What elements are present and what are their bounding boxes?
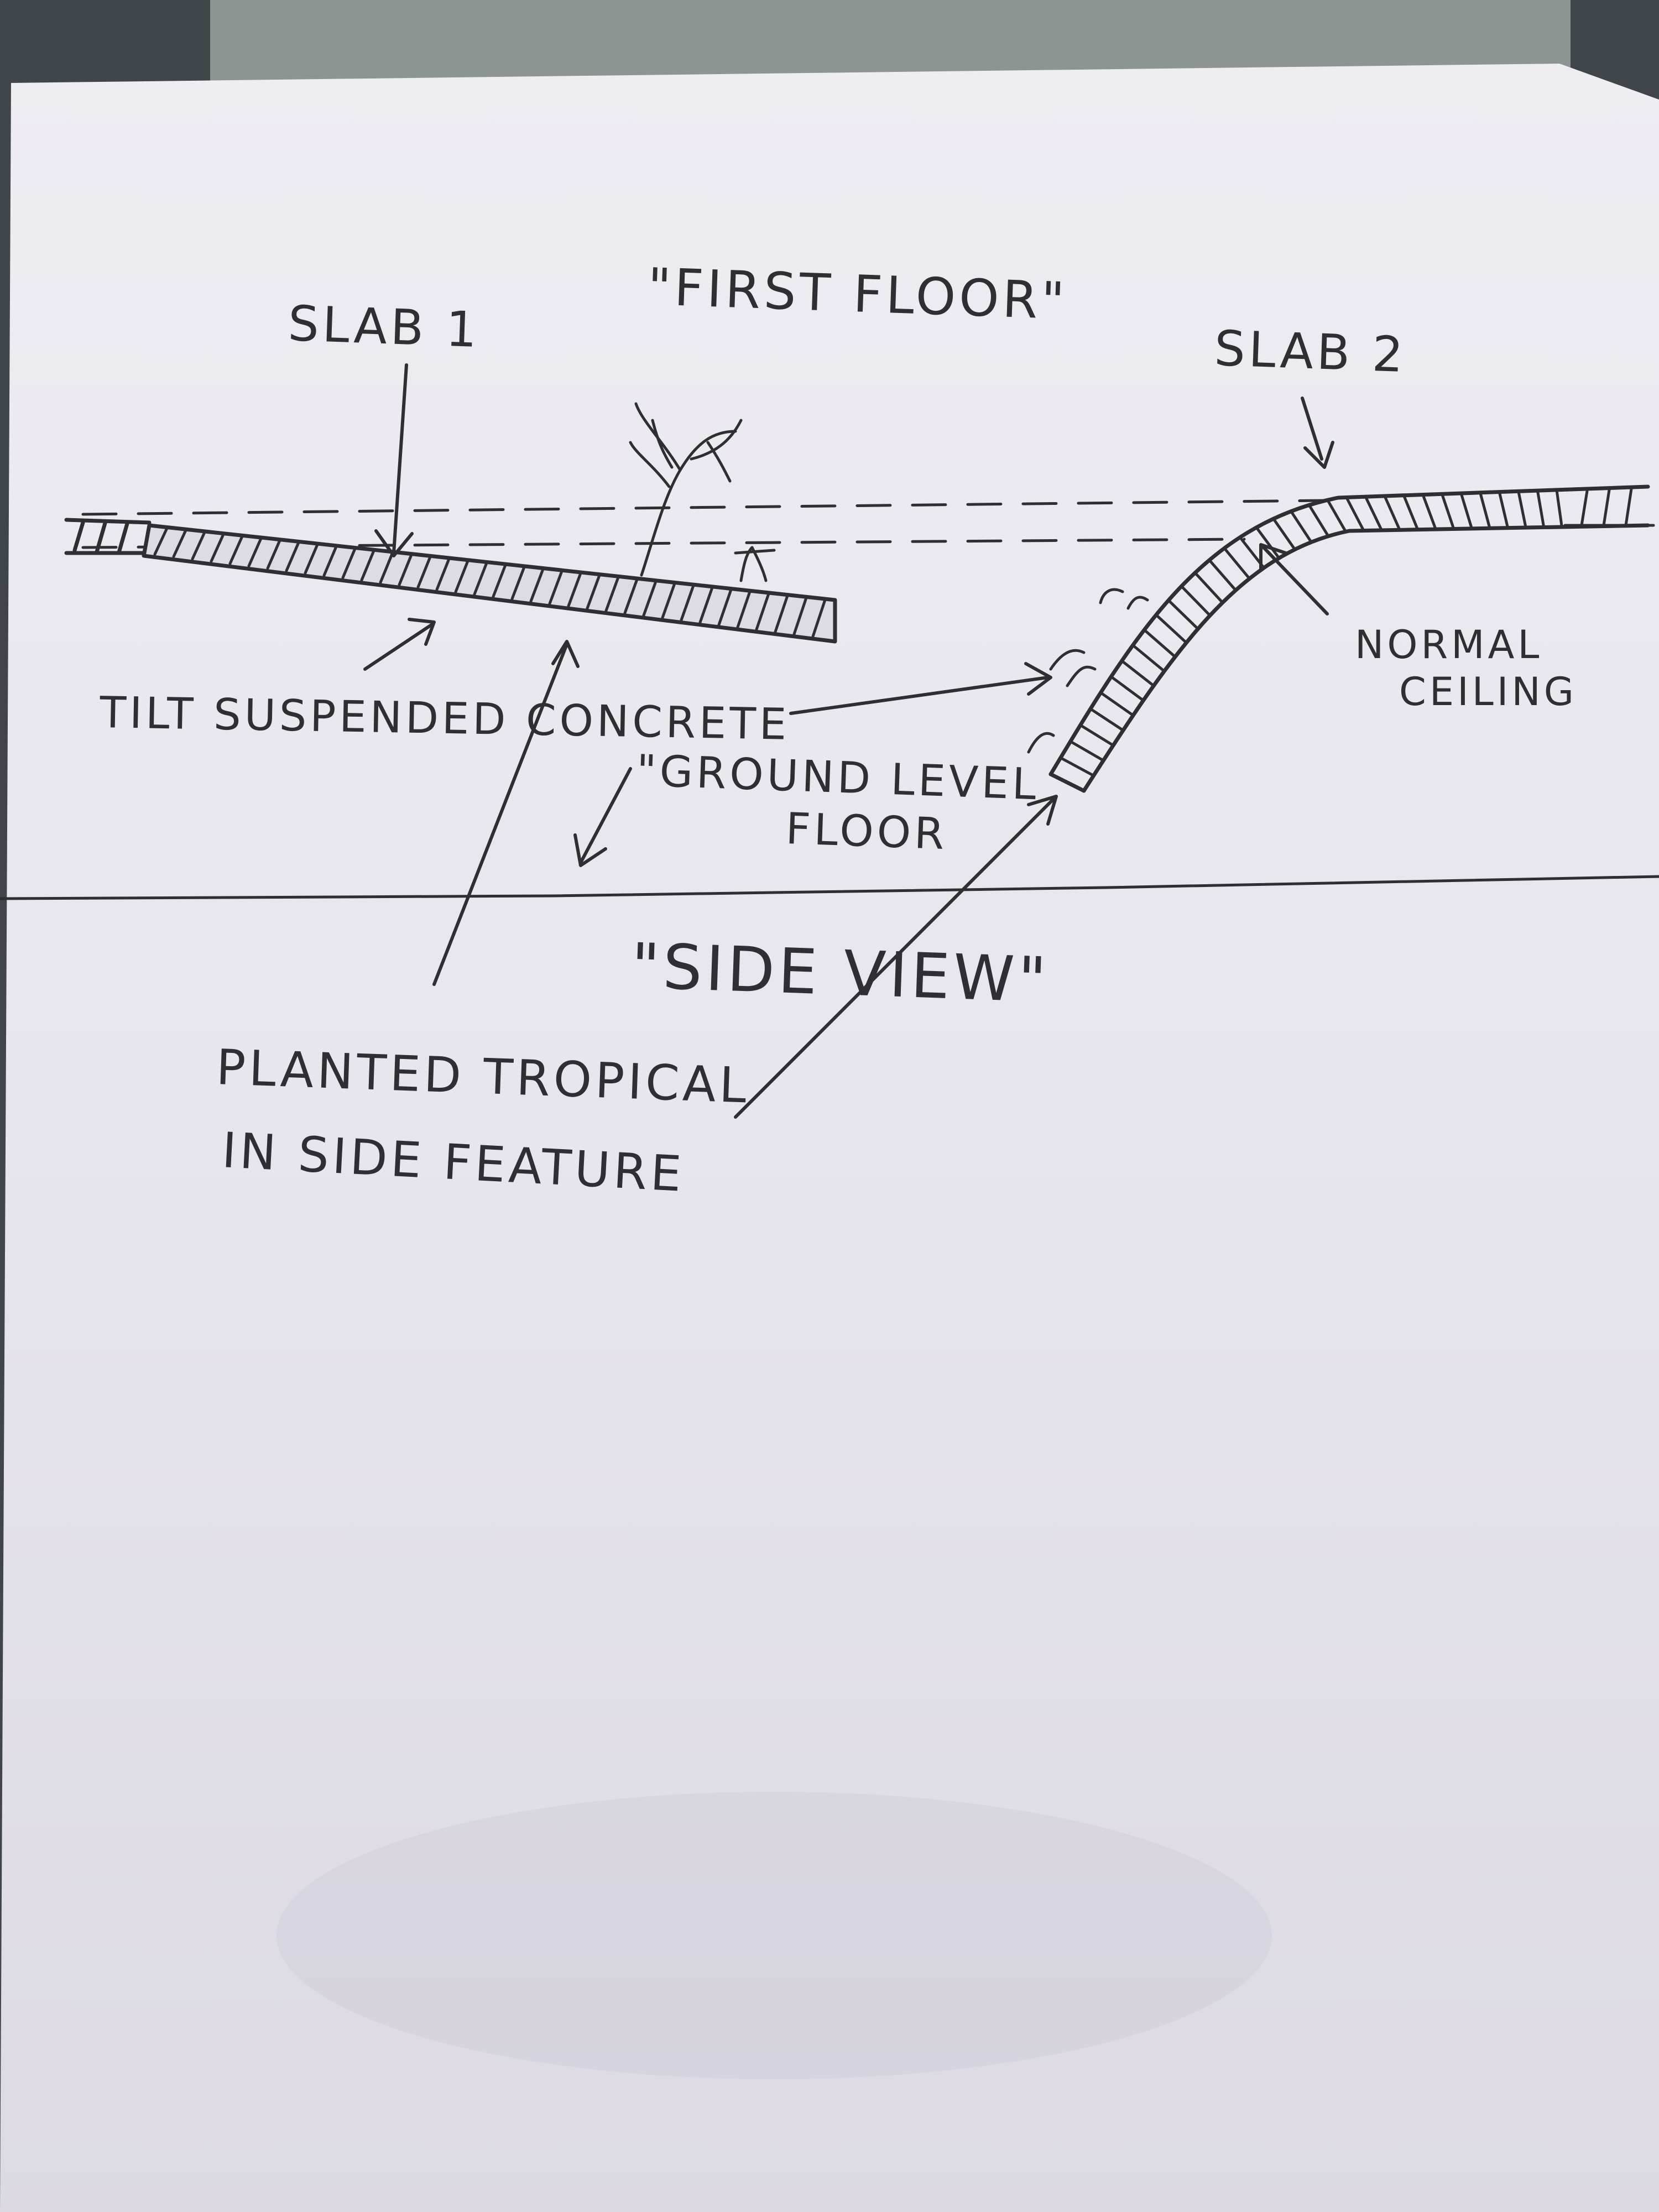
ground-level-line — [0, 875, 1659, 900]
slab-2-label: SLAB 2 — [1213, 320, 1407, 383]
paper-shadow — [276, 1792, 1272, 2079]
ground-level-label-line-2: FLOOR — [785, 804, 948, 859]
side-view-label: "SIDE VIEW" — [630, 930, 1051, 1016]
normal-ceiling-label-line-1: NORMAL — [1355, 622, 1542, 667]
tropical-plant-icon — [629, 402, 743, 577]
slab-1-label: SLAB 1 — [287, 295, 481, 358]
first-floor-label: "FIRST FLOOR" — [646, 257, 1068, 331]
slab-2 — [1048, 484, 1655, 793]
normal-ceiling-label-line-2: CEILING — [1399, 669, 1577, 714]
tilt-suspended-concrete-label: TILT SUSPENDED CONCRETE — [99, 688, 790, 750]
paper-sheet — [0, 64, 1659, 2212]
dashed-line-upper — [81, 499, 1329, 516]
floor-edge-right — [1563, 485, 1655, 527]
leader-arrows — [363, 363, 1334, 1119]
small-plant-icon — [734, 546, 776, 582]
floor-edge-left — [64, 518, 152, 555]
wall-plants-icon — [1027, 588, 1149, 754]
slab-1 — [142, 523, 837, 644]
